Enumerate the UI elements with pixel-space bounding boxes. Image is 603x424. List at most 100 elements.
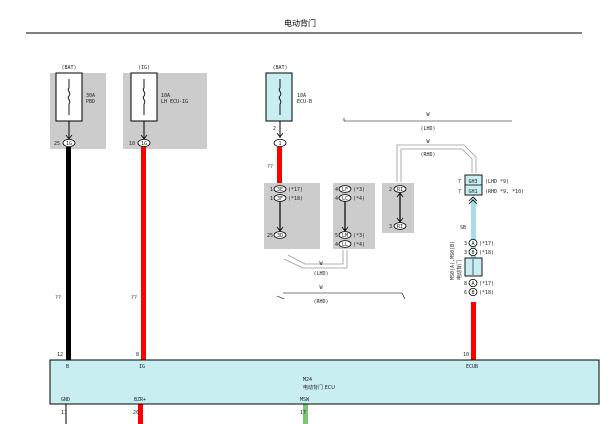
pin-code: 1G	[66, 141, 72, 147]
pin-number: 11	[61, 410, 67, 416]
pin-note: (*17)	[479, 281, 494, 287]
fuse-pbd: (BAT) 30A PBD	[50, 65, 106, 149]
pin-number: 7	[458, 189, 461, 195]
fuse-rating: 30A	[86, 93, 95, 99]
white-routes	[283, 144, 477, 269]
pin-label: GND	[61, 397, 70, 403]
pin-code: 3D	[277, 233, 283, 239]
pin-number: 7	[458, 179, 461, 185]
pin-label: B	[66, 364, 69, 370]
svg-text:W: W	[426, 112, 430, 118]
svg-text:(RHD): (RHD)	[313, 299, 328, 305]
pin-code: LL	[342, 242, 348, 248]
wire-color-mark: SB	[460, 225, 466, 231]
pin-code: RI	[397, 187, 403, 193]
pin-note: (*3)	[353, 233, 365, 239]
pin-label: MSW	[300, 397, 310, 403]
pin-code: 1G	[141, 141, 147, 147]
wire-color-mark: ??	[131, 295, 137, 301]
svg-text:(RHD): (RHD)	[420, 152, 435, 158]
junction-a: 3E 3F 3D 1 1 25 (*17) (*18)	[264, 183, 320, 249]
pin-note: (LHD *9)	[485, 179, 509, 185]
pin-number: 10	[463, 352, 469, 358]
junction-c: RI RI 2 3	[382, 183, 414, 233]
ecu-code: M24	[303, 377, 312, 383]
pin-number: 8	[136, 352, 139, 358]
pin-number: 3	[389, 224, 392, 230]
pin-code: A	[471, 241, 474, 247]
pin-note: (*17)	[479, 241, 494, 247]
pin-number: 10	[129, 141, 135, 147]
fuse-rating: 10A	[161, 93, 170, 99]
pin-number: 6	[464, 290, 467, 296]
fuse-source: (BAT)	[272, 65, 287, 71]
fuse-rating: 10A	[297, 93, 306, 99]
wire-black	[66, 147, 71, 360]
pin-code: A	[471, 281, 474, 287]
pin-note: (*18)	[479, 250, 494, 256]
connector-label-cn: 电动背门	[456, 260, 463, 280]
svg-text:(LHD): (LHD)	[420, 126, 435, 132]
wire-red-ecub	[277, 147, 282, 184]
pin-note: (*17)	[288, 187, 303, 193]
chevron-up-icon	[468, 196, 478, 205]
pin-number: 4	[335, 187, 338, 193]
pin-code: 3F	[277, 196, 283, 202]
pin-label: IG	[139, 364, 145, 370]
pin-code: RI	[397, 224, 403, 230]
pin-number: 8	[464, 281, 467, 287]
svg-text:(LHD): (LHD)	[313, 271, 328, 277]
fuse-name: LH ECU-IG	[161, 99, 188, 105]
svg-text:W: W	[426, 139, 430, 145]
pin-number: 5	[335, 233, 338, 239]
pin-note: (*18)	[288, 196, 303, 202]
wires: ?? ?? ?? SB	[55, 147, 476, 424]
pin-number: 3	[464, 250, 467, 256]
pin-number: 2	[273, 126, 276, 132]
fuse-icon	[142, 79, 146, 115]
wire-color-mark: ??	[267, 164, 273, 170]
fuse-icon	[278, 79, 282, 115]
fuse-ecu-b: (BAT) 10A ECU-B	[265, 65, 312, 122]
pin-number: 1	[270, 196, 273, 202]
wire-red-ig	[141, 147, 146, 360]
pin-code: LF	[342, 187, 348, 193]
pin-code: B	[471, 250, 474, 256]
pin-code: B	[471, 290, 474, 296]
wire-red-ecu	[471, 302, 476, 360]
wire-green	[303, 404, 308, 424]
pin-label: ECUB	[466, 364, 478, 370]
pin-number: 4	[335, 196, 338, 202]
pin-number: 25	[54, 141, 60, 147]
pin-number: 2	[389, 187, 392, 193]
pin-note: (*18)	[479, 290, 494, 296]
ecu-name: 电动背门 ECU	[303, 384, 335, 391]
pin-note: (*4)	[353, 196, 365, 202]
pin-number: 4	[335, 242, 338, 248]
pin-code: 3E	[277, 187, 283, 193]
wire-red-bzr	[138, 404, 143, 424]
connector-label: MS0(A),MS0(B)	[450, 241, 456, 280]
fuse-icon	[67, 79, 71, 115]
pin-number: 17	[300, 410, 306, 416]
pin-code: 1	[278, 141, 281, 147]
pin-note: (*3)	[353, 187, 365, 193]
svg-text:W: W	[319, 261, 323, 267]
fuse-name: ECU-B	[297, 99, 312, 105]
pin-note: (RHD *9, *10)	[485, 189, 524, 195]
wire-color-mark: ??	[55, 295, 61, 301]
connector-top: GH3 GH1 7 7 (LHD *9) (RHD *9, *10)	[458, 174, 524, 205]
pin-number: 1	[270, 187, 273, 193]
fuse-lh-ecu-ig: (IG) 10A LH ECU-IG	[123, 65, 207, 149]
pin-note: (*4)	[353, 242, 365, 248]
ecu-block: M24 电动背门 ECU 12 B 8 IG 10 ECUB GND 11 BZ…	[49, 352, 600, 416]
pin-number: 26	[133, 410, 139, 416]
pin-code: GH1	[468, 189, 477, 195]
wire-lightblue	[471, 198, 476, 258]
fuse-pins: 1G 25 1G 10 1 2	[54, 121, 287, 147]
fuse-source: (IG)	[138, 65, 150, 71]
svg-text:W: W	[319, 285, 323, 291]
fuse-source: (BAT)	[61, 65, 76, 71]
pin-code: GH3	[468, 179, 477, 185]
